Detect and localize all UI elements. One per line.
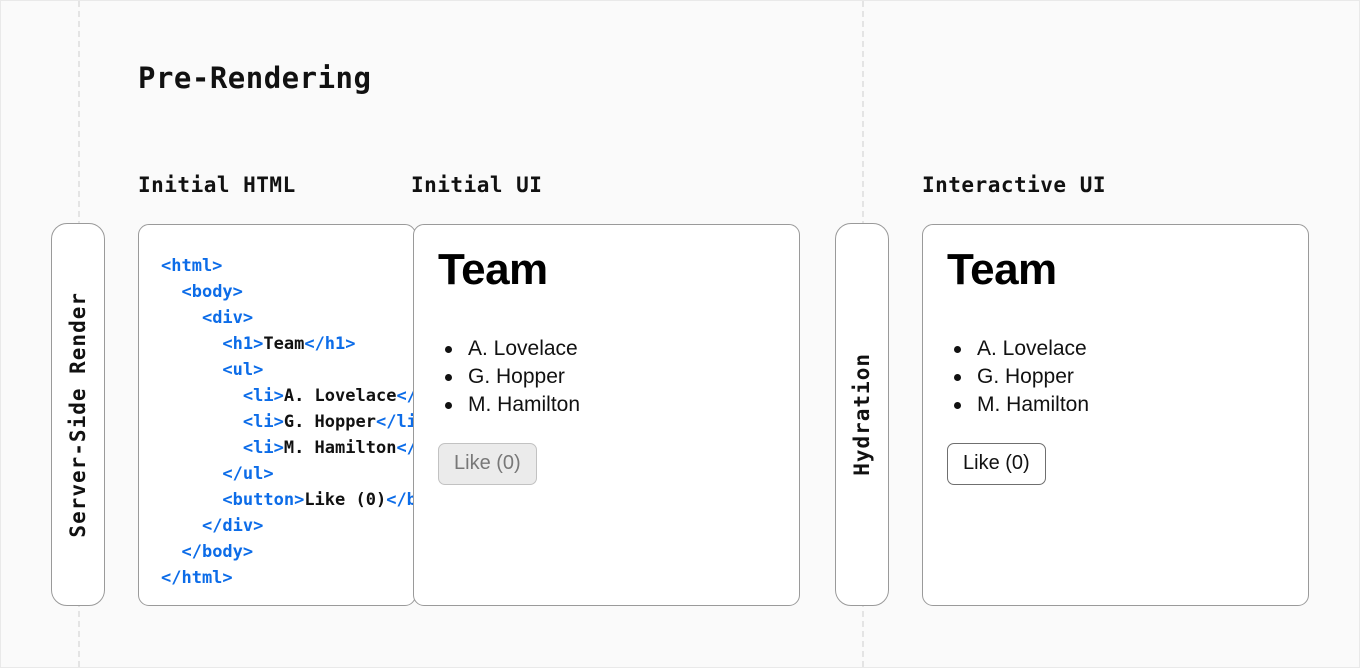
code-line: <body> [161, 279, 415, 305]
interactive-ui-heading: Team [947, 245, 1057, 294]
code-token-tag: <li> [242, 412, 284, 432]
initial-ui-like-button: Like (0) [438, 443, 537, 486]
stage-label-server-side-render: Server-Side Render [66, 291, 90, 538]
code-token-tag: <body> [181, 282, 243, 302]
code-token-tag: </ul> [222, 464, 274, 484]
stage-label-hydration: Hydration [850, 353, 874, 476]
bullet-icon [954, 402, 961, 410]
code-line: <button>Like (0)</button> [161, 487, 416, 513]
list-item-label: M. Hamilton [977, 393, 1090, 417]
list-item: M. Hamilton [947, 391, 1292, 419]
code-token-tag: </button> [386, 490, 416, 510]
bullet-icon [954, 374, 961, 382]
interactive-ui-like-button[interactable]: Like (0) [947, 443, 1046, 486]
initial-ui-heading: Team [438, 245, 548, 294]
code-token-tag: </li> [396, 386, 416, 406]
stage-hydration: Hydration [835, 223, 889, 606]
bullet-icon [445, 374, 452, 382]
list-item-label: A. Lovelace [468, 337, 578, 361]
code-token-text: Team [263, 334, 305, 354]
bullet-icon [445, 402, 452, 410]
code-token-text: G. Hopper [283, 412, 376, 432]
list-item: A. Lovelace [438, 335, 783, 363]
code-line: </html> [161, 565, 415, 591]
initial-html-card: <html> <body> <div> <h1>Team</h1> <ul> <… [138, 224, 416, 606]
interactive-ui-card: Team A. Lovelace G. Hopper M. Hamilton Lik… [922, 224, 1309, 606]
initial-ui-member-list: A. Lovelace G. Hopper M. Hamilton [438, 335, 783, 419]
html-code-block: <html> <body> <div> <h1>Team</h1> <ul> <… [161, 253, 416, 591]
code-token-tag: </li> [396, 438, 416, 458]
code-token-tag: <button> [222, 490, 305, 510]
code-line: </body> [161, 539, 415, 565]
code-token-tag: <li> [242, 386, 284, 406]
code-token-tag: <div> [201, 308, 254, 328]
code-token-text: A. Lovelace [283, 386, 397, 406]
caption-initial-ui: Initial UI [411, 173, 543, 197]
code-line: </div> [161, 513, 415, 539]
code-line: <h1>Team</h1> [161, 331, 415, 357]
code-line: <li>M. Hamilton</li> [161, 435, 416, 461]
list-item-label: G. Hopper [468, 365, 565, 389]
code-token-tag: </div> [201, 516, 264, 536]
list-item-label: A. Lovelace [977, 337, 1087, 361]
list-item: M. Hamilton [438, 391, 783, 419]
list-item-label: M. Hamilton [468, 393, 581, 417]
code-line: <ul> [161, 357, 415, 383]
page-title: Pre-Rendering [138, 61, 372, 95]
code-token-tag: </li> [375, 412, 416, 432]
code-token-tag: </html> [161, 568, 233, 588]
list-item: G. Hopper [947, 363, 1292, 391]
code-token-tag: <html> [161, 256, 223, 276]
code-token-tag: </h1> [304, 334, 356, 354]
caption-initial-html: Initial HTML [138, 173, 296, 197]
caption-interactive-ui: Interactive UI [922, 173, 1107, 197]
stage-server-side-render: Server-Side Render [51, 223, 105, 606]
code-line: <li>A. Lovelace</li> [161, 383, 416, 409]
bullet-icon [954, 346, 961, 354]
interactive-ui-member-list: A. Lovelace G. Hopper M. Hamilton [947, 335, 1292, 419]
code-line: </ul> [161, 461, 415, 487]
code-token-text: Like (0) [304, 490, 387, 510]
code-token-tag: <ul> [222, 360, 264, 380]
code-line: <html> [161, 253, 415, 279]
code-token-tag: </body> [181, 542, 254, 562]
code-token-tag: <li> [242, 438, 284, 458]
bullet-icon [445, 346, 452, 354]
list-item: A. Lovelace [947, 335, 1292, 363]
list-item: G. Hopper [438, 363, 783, 391]
code-line: <div> [161, 305, 415, 331]
initial-ui-card: Team A. Lovelace G. Hopper M. Hamilton Lik… [413, 224, 800, 606]
code-line: <li>G. Hopper</li> [161, 409, 416, 435]
code-token-text: M. Hamilton [283, 438, 397, 458]
list-item-label: G. Hopper [977, 365, 1074, 389]
code-token-tag: <h1> [222, 334, 264, 354]
